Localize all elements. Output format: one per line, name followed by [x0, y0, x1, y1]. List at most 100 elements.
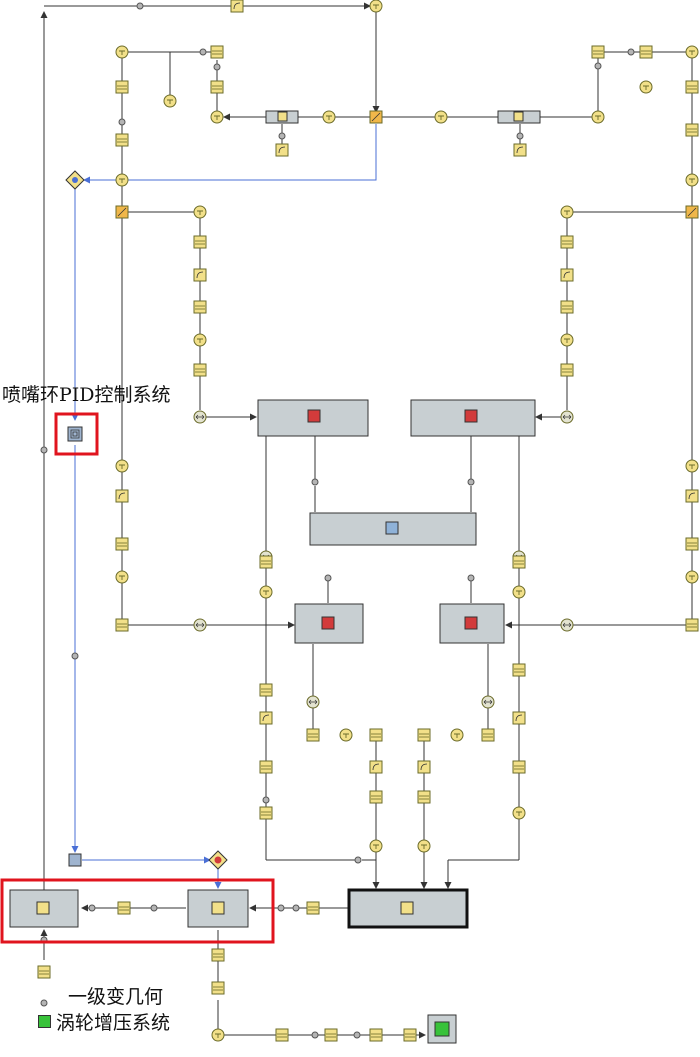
restriction-element[interactable] [193, 618, 207, 632]
pipe-element[interactable] [210, 45, 224, 59]
junction-element[interactable] [685, 570, 699, 584]
junction-element[interactable] [193, 205, 207, 219]
cooler-element[interactable] [193, 268, 207, 282]
pipe-element[interactable] [210, 80, 224, 94]
junction-element[interactable] [322, 110, 336, 124]
pipe-element[interactable] [560, 363, 574, 377]
cooler-element[interactable] [230, 0, 244, 13]
pipe-element[interactable] [591, 45, 605, 59]
junction-element[interactable] [639, 80, 653, 94]
pipe-element[interactable] [369, 790, 383, 804]
pipe-element[interactable] [259, 683, 273, 697]
junction-element[interactable] [417, 839, 431, 853]
pipe-element[interactable] [306, 728, 320, 742]
pipe-element[interactable] [211, 981, 225, 995]
actuator-node[interactable] [208, 850, 228, 870]
cooler-element[interactable] [369, 760, 383, 774]
pipe-element[interactable] [481, 728, 495, 742]
junction-element[interactable] [210, 110, 224, 124]
junction-element[interactable] [115, 45, 129, 59]
pipe-element[interactable] [211, 948, 225, 962]
engine-block-lower-right[interactable] [439, 603, 505, 644]
pipe-element[interactable] [685, 618, 699, 632]
junction-element[interactable] [512, 585, 526, 599]
pipe-element[interactable] [403, 1028, 417, 1042]
junction-element[interactable] [560, 333, 574, 347]
cooler-element[interactable] [417, 760, 431, 774]
restriction-element[interactable] [560, 410, 574, 424]
pipe-element[interactable] [512, 760, 526, 774]
valve-block-right[interactable] [497, 110, 541, 124]
pipe-element[interactable] [369, 728, 383, 742]
engine-block-lower-left[interactable] [294, 603, 364, 644]
pipe-element[interactable] [115, 537, 129, 551]
junction-element[interactable] [115, 173, 129, 187]
restriction-element[interactable] [560, 618, 574, 632]
cooler-element[interactable] [685, 489, 699, 503]
split-element[interactable] [369, 110, 383, 124]
junction-element[interactable] [450, 728, 464, 742]
cooler-element[interactable] [275, 143, 289, 157]
pipe-element[interactable] [685, 80, 699, 94]
pipe-element[interactable] [685, 537, 699, 551]
cooler-element[interactable] [115, 489, 129, 503]
pipe-element[interactable] [37, 965, 51, 979]
junction-element[interactable] [685, 459, 699, 473]
engine-block-right[interactable] [410, 399, 536, 437]
pipe-element[interactable] [306, 901, 320, 915]
junction-element[interactable] [259, 585, 273, 599]
junction-element[interactable] [115, 570, 129, 584]
pipe-element[interactable] [685, 123, 699, 137]
junction-element[interactable] [193, 333, 207, 347]
junction-element[interactable] [163, 94, 177, 108]
pipe-element[interactable] [115, 133, 129, 147]
restriction-element[interactable] [193, 410, 207, 424]
junction-element[interactable] [685, 173, 699, 187]
cooler-element[interactable] [512, 711, 526, 725]
split-element[interactable] [685, 205, 699, 219]
cooler-element[interactable] [259, 711, 273, 725]
junction-element[interactable] [685, 45, 699, 59]
pipe-element[interactable] [117, 901, 131, 915]
signal-block[interactable] [68, 853, 82, 867]
pipe-element[interactable] [193, 363, 207, 377]
pipe-element[interactable] [193, 300, 207, 314]
cooler-element[interactable] [560, 268, 574, 282]
exhaust-manifold-block[interactable] [347, 888, 469, 929]
junction-element[interactable] [512, 806, 526, 820]
junction-element[interactable] [211, 1028, 225, 1042]
pipe-element[interactable] [512, 555, 526, 569]
pipe-element[interactable] [275, 1028, 289, 1042]
crankshaft-block[interactable] [309, 512, 477, 546]
junction-element[interactable] [115, 459, 129, 473]
pipe-element[interactable] [560, 235, 574, 249]
junction-element[interactable] [560, 205, 574, 219]
restriction-element[interactable] [481, 695, 495, 709]
pipe-element[interactable] [560, 300, 574, 314]
valve-block-left[interactable] [265, 110, 299, 124]
output-block[interactable] [427, 1014, 457, 1044]
junction-element[interactable] [591, 110, 605, 124]
split-element[interactable] [115, 205, 129, 219]
pipe-element[interactable] [417, 728, 431, 742]
pipe-element[interactable] [369, 1028, 383, 1042]
pipe-element[interactable] [259, 806, 273, 820]
pipe-element[interactable] [115, 618, 129, 632]
junction-element[interactable] [369, 839, 383, 853]
pipe-element[interactable] [639, 45, 653, 59]
turbine-block[interactable] [187, 889, 249, 928]
pipe-element[interactable] [512, 663, 526, 677]
compressor-block[interactable] [9, 889, 79, 928]
junction-element[interactable] [369, 0, 383, 13]
sensor-diamond[interactable] [65, 170, 85, 190]
engine-block-left[interactable] [257, 399, 369, 437]
restriction-element[interactable] [306, 695, 320, 709]
pipe-element[interactable] [324, 1028, 338, 1042]
cooler-element[interactable] [513, 143, 527, 157]
junction-element[interactable] [434, 110, 448, 124]
pipe-element[interactable] [115, 80, 129, 94]
pid-controller[interactable] [67, 426, 83, 442]
junction-element[interactable] [339, 728, 353, 742]
pipe-element[interactable] [417, 790, 431, 804]
pipe-element[interactable] [259, 555, 273, 569]
